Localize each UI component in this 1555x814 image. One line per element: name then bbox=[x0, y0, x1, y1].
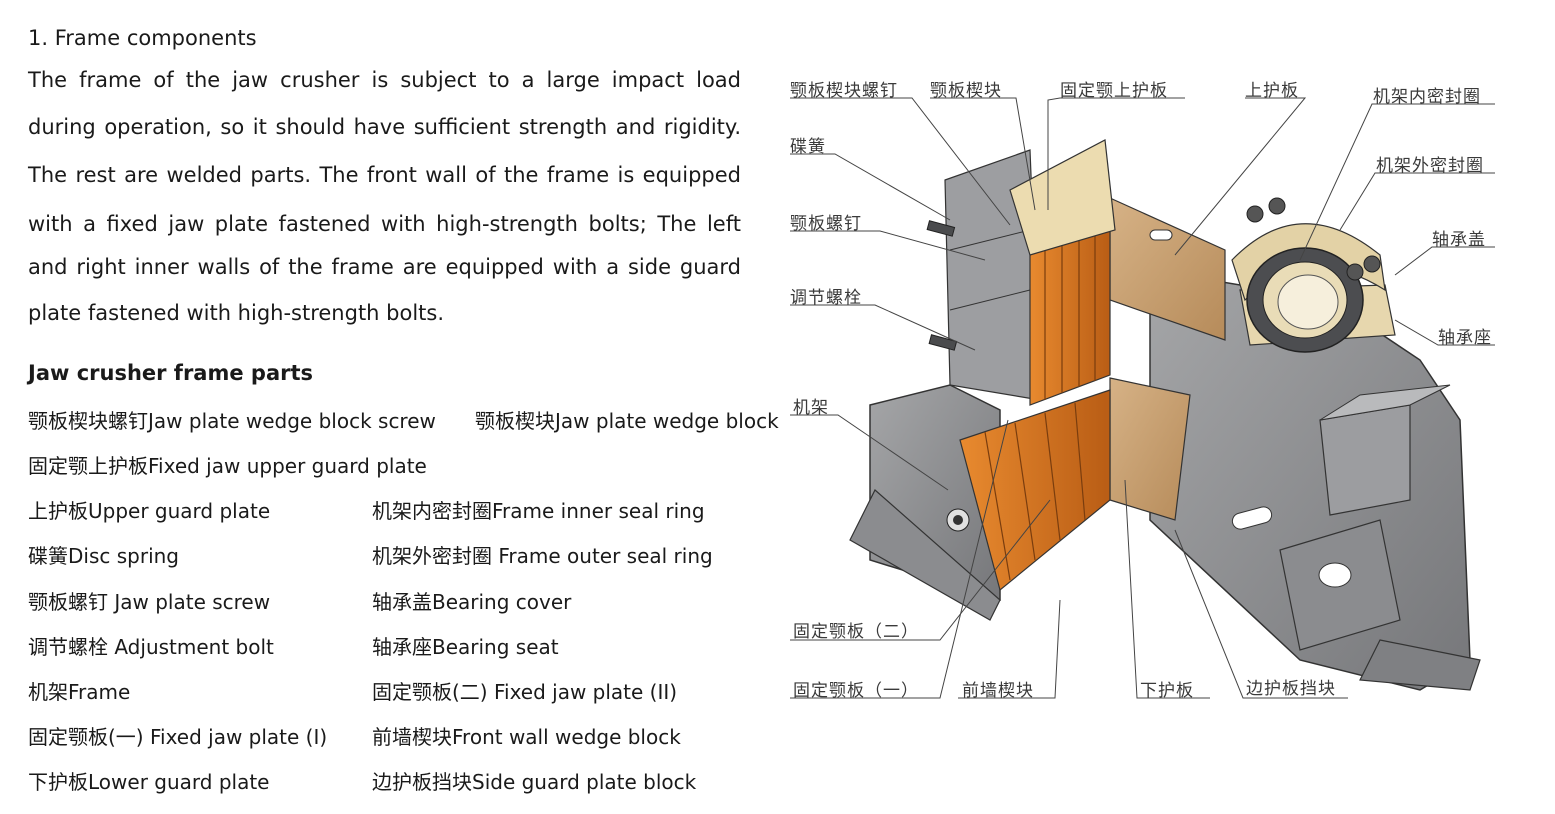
jaw-crusher-frame-illustration bbox=[790, 97, 1495, 699]
label-bearing-cover: 轴承盖 bbox=[1432, 230, 1486, 250]
label-frame-outer-seal: 机架外密封圈 bbox=[1376, 156, 1484, 176]
upper-guard-plate bbox=[1109, 197, 1226, 341]
part-item: 上护板Upper guard plate bbox=[28, 499, 271, 523]
frame-base bbox=[1359, 639, 1481, 691]
leader-upper-guard bbox=[1174, 97, 1307, 256]
label-upper-guard: 上护板 bbox=[1245, 81, 1299, 101]
paragraph-line: and right inner walls of the frame are e… bbox=[28, 255, 741, 279]
part-item: 固定颚板(二) Fixed jaw plate (II) bbox=[372, 680, 678, 704]
part-item: 调节螺栓 Adjustment bolt bbox=[28, 635, 274, 659]
label-disc-spring: 碟簧 bbox=[790, 137, 826, 157]
frame-rear-block bbox=[1319, 404, 1411, 516]
label-lower-guard: 下护板 bbox=[1140, 681, 1194, 701]
part-item: 边护板挡块Side guard plate block bbox=[372, 770, 697, 794]
label-jaw-plate-screw: 颚板螺钉 bbox=[790, 214, 862, 234]
paragraph-line: The frame of the jaw crusher is subject … bbox=[28, 68, 741, 92]
part-item: 颚板楔块Jaw plate wedge block bbox=[475, 409, 779, 433]
part-item: 下护板Lower guard plate bbox=[28, 770, 270, 794]
paragraph-line: plate fastened with high-strength bolts. bbox=[28, 301, 445, 325]
part-item: 机架Frame bbox=[28, 680, 131, 704]
part-item: 固定颚板(一) Fixed jaw plate (I) bbox=[28, 725, 328, 749]
parts-title: Jaw crusher frame parts bbox=[28, 361, 314, 385]
leader-frame bbox=[790, 414, 949, 491]
label-fixed-jaw-plate-2: 固定颚板（二） bbox=[793, 622, 919, 642]
adjustment-bolt-icon bbox=[946, 508, 970, 532]
fixed-jaw-upper-guard bbox=[1009, 139, 1116, 256]
part-item: 机架外密封圈 Frame outer seal ring bbox=[372, 544, 713, 568]
part-item: 机架内密封圈Frame inner seal ring bbox=[372, 499, 705, 523]
label-frame: 机架 bbox=[793, 398, 829, 418]
label-bearing-seat: 轴承座 bbox=[1438, 328, 1492, 348]
part-item: 轴承座Bearing seat bbox=[372, 635, 559, 659]
leader-wedge-block bbox=[930, 97, 1036, 211]
section-heading: 1. Frame components bbox=[28, 26, 257, 50]
leader-front-wedge bbox=[958, 599, 1061, 699]
part-item: 颚板楔块螺钉Jaw plate wedge block screw bbox=[28, 409, 436, 433]
leader-fixed-jaw-1 bbox=[790, 419, 1009, 699]
leader-fixed-upper-guard bbox=[1047, 97, 1185, 210]
label-fixed-jaw-upper-guard: 固定颚上护板 bbox=[1060, 81, 1168, 101]
label-fixed-jaw-plate-1: 固定颚板（一） bbox=[793, 681, 919, 701]
paragraph-line: during operation, so it should have suff… bbox=[28, 115, 741, 139]
leader-adjust-bolt bbox=[790, 304, 976, 351]
part-item: 轴承盖Bearing cover bbox=[372, 590, 572, 614]
part-item: 固定颚上护板Fixed jaw upper guard plate bbox=[28, 454, 427, 478]
leader-fixed-jaw-2 bbox=[790, 499, 1051, 641]
part-item: 前墙楔块Front wall wedge block bbox=[372, 725, 681, 749]
label-adjustment-bolt: 调节螺栓 bbox=[790, 288, 862, 308]
leader-disc-spring bbox=[790, 153, 951, 221]
label-jaw-plate-wedge-block: 颚板楔块 bbox=[930, 81, 1002, 101]
leader-bearing-cover bbox=[1394, 246, 1495, 276]
part-item: 碟簧Disc spring bbox=[28, 544, 179, 568]
leader-bearing-seat bbox=[1394, 319, 1495, 346]
leader-side-block bbox=[1174, 529, 1348, 699]
label-frame-inner-seal: 机架内密封圈 bbox=[1373, 87, 1481, 107]
leader-outer-seal bbox=[1339, 172, 1495, 231]
leader-inner-seal bbox=[1299, 103, 1495, 261]
label-side-guard-block: 边护板挡块 bbox=[1246, 679, 1336, 699]
lower-guard-plate bbox=[1109, 377, 1191, 521]
part-item: 颚板螺钉 Jaw plate screw bbox=[28, 590, 271, 614]
leader-wedge-screw bbox=[790, 97, 1011, 226]
paragraph-line: with a fixed jaw plate fastened with hig… bbox=[28, 212, 741, 236]
fixed-jaw-plate-lower bbox=[959, 389, 1111, 592]
leader-jaw-screw bbox=[790, 230, 986, 261]
label-jaw-plate-wedge-block-screw: 颚板楔块螺钉 bbox=[790, 81, 898, 101]
paragraph-line: The rest are welded parts. The front wal… bbox=[28, 163, 741, 187]
label-front-wall-wedge: 前墙楔块 bbox=[962, 681, 1034, 701]
leader-lower-guard bbox=[1124, 479, 1210, 699]
